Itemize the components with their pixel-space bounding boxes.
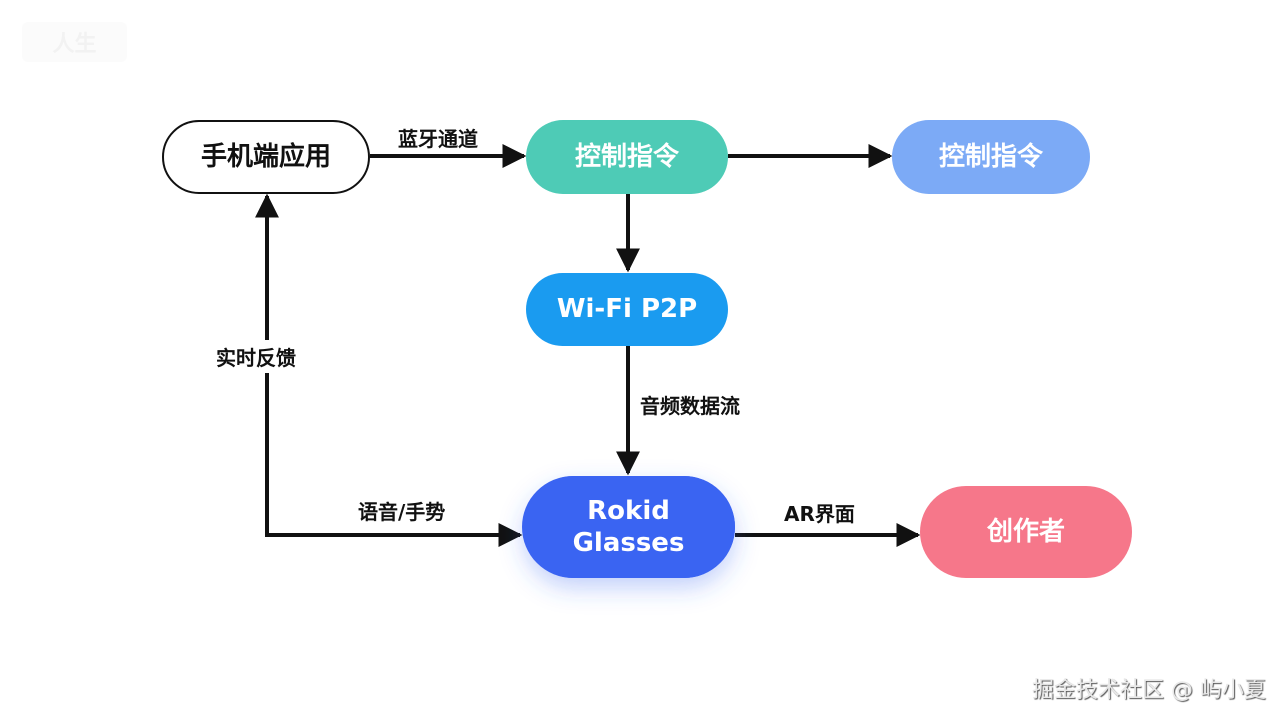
- node-wifi-p2p[interactable]: Wi-Fi P2P: [526, 273, 728, 346]
- node-wifi-p2p-label: Wi-Fi P2P: [556, 294, 698, 325]
- node-creator-label: 创作者: [986, 516, 1065, 547]
- node-rokid-glasses-line2: Glasses: [572, 528, 685, 558]
- edge-label-ar-ui: AR界面: [784, 502, 855, 526]
- node-phone-app[interactable]: 手机端应用: [162, 120, 370, 194]
- node-creator[interactable]: 创作者: [920, 486, 1132, 578]
- node-control-cmd-2[interactable]: 控制指令: [892, 120, 1090, 194]
- edge-label-bluetooth: 蓝牙通道: [398, 123, 478, 152]
- edge-label-voice-gesture: 语音/手势: [358, 500, 446, 524]
- watermark: 掘金技术社区 @ 屿小夏: [1032, 678, 1266, 703]
- edge-label-realtime-feedback: 实时反馈: [216, 340, 296, 373]
- node-phone-app-label: 手机端应用: [200, 141, 331, 172]
- node-rokid-glasses-line1: Rokid: [587, 495, 670, 526]
- logo: 人生: [22, 22, 127, 62]
- node-control-cmd-1[interactable]: 控制指令: [526, 120, 728, 194]
- node-control-cmd-1-label: 控制指令: [574, 141, 679, 172]
- node-rokid-glasses[interactable]: Rokid Glasses: [522, 476, 735, 578]
- node-control-cmd-2-label: 控制指令: [938, 141, 1043, 172]
- edge-label-audio-stream: 音频数据流: [640, 390, 740, 419]
